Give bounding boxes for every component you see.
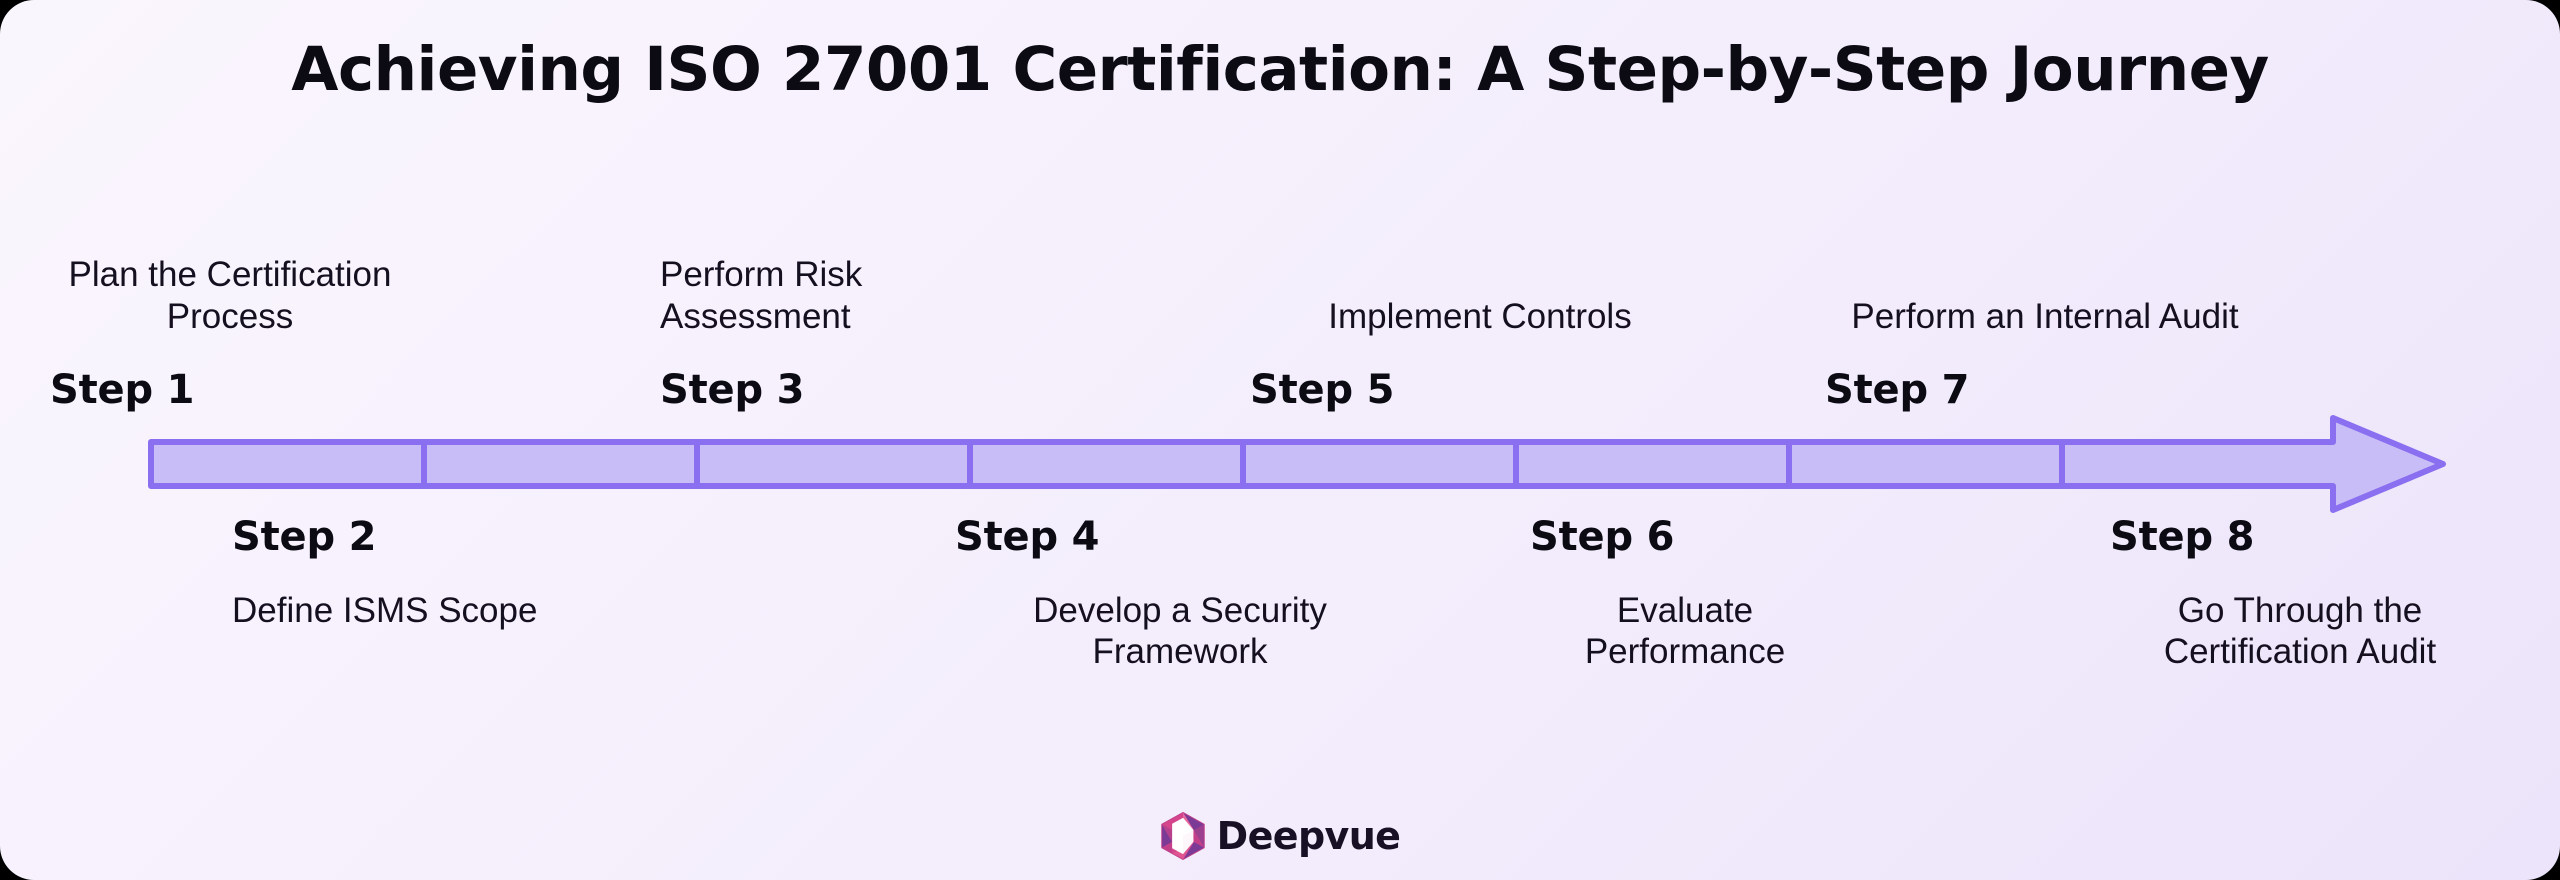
step-block-4: Step 4 Develop a Security Framework [955, 516, 1405, 746]
step-3-description: Perform Risk Assessment [660, 255, 863, 336]
step-block-5: Implement Controls Step 5 [1250, 185, 1710, 425]
page-title: Achieving ISO 27001 Certification: A Ste… [291, 34, 2269, 105]
step-6-description: Evaluate Performance [1584, 591, 1786, 672]
step-1-label: Step 1 [50, 367, 195, 413]
timeline-segment-dividers [421, 442, 2065, 486]
timeline-arrow-svg [148, 415, 2446, 513]
deepvue-hexagon-logo-icon [1160, 812, 1205, 860]
step-7-description: Perform an Internal Audit [1851, 296, 2239, 336]
step-4-description: Develop a Security Framework [1033, 591, 1327, 672]
step-block-3: Perform Risk Assessment Step 3 [660, 185, 980, 425]
brand-logo-text: Deepvue [1216, 814, 1401, 858]
step-5-description: Implement Controls [1328, 296, 1632, 336]
timeline-arrow [148, 415, 2448, 513]
step-2-description: Define ISMS Scope [232, 591, 538, 630]
step-4-label: Step 4 [955, 514, 1100, 560]
step-block-6: Step 6 Evaluate Performance [1530, 516, 1840, 746]
step-3-label: Step 3 [660, 367, 805, 413]
timeline-arrow-shape [148, 415, 2446, 513]
step-6-label: Step 6 [1530, 514, 1675, 560]
step-8-label: Step 8 [2110, 514, 2255, 560]
step-block-1: Plan the Certification Process Step 1 [50, 185, 410, 425]
step-8-description: Go Through the Certification Audit [2163, 591, 2437, 672]
brand-logo: Deepvue [0, 812, 2560, 860]
step-5-label: Step 5 [1250, 367, 1395, 413]
step-1-description: Plan the Certification Process [68, 255, 392, 336]
step-block-2: Step 2 Define ISMS Scope [232, 516, 632, 746]
step-block-7: Perform an Internal Audit Step 7 [1825, 185, 2265, 425]
step-7-label: Step 7 [1825, 367, 1970, 413]
step-2-label: Step 2 [232, 514, 377, 560]
step-block-8: Step 8 Go Through the Certification Audi… [2110, 516, 2490, 746]
